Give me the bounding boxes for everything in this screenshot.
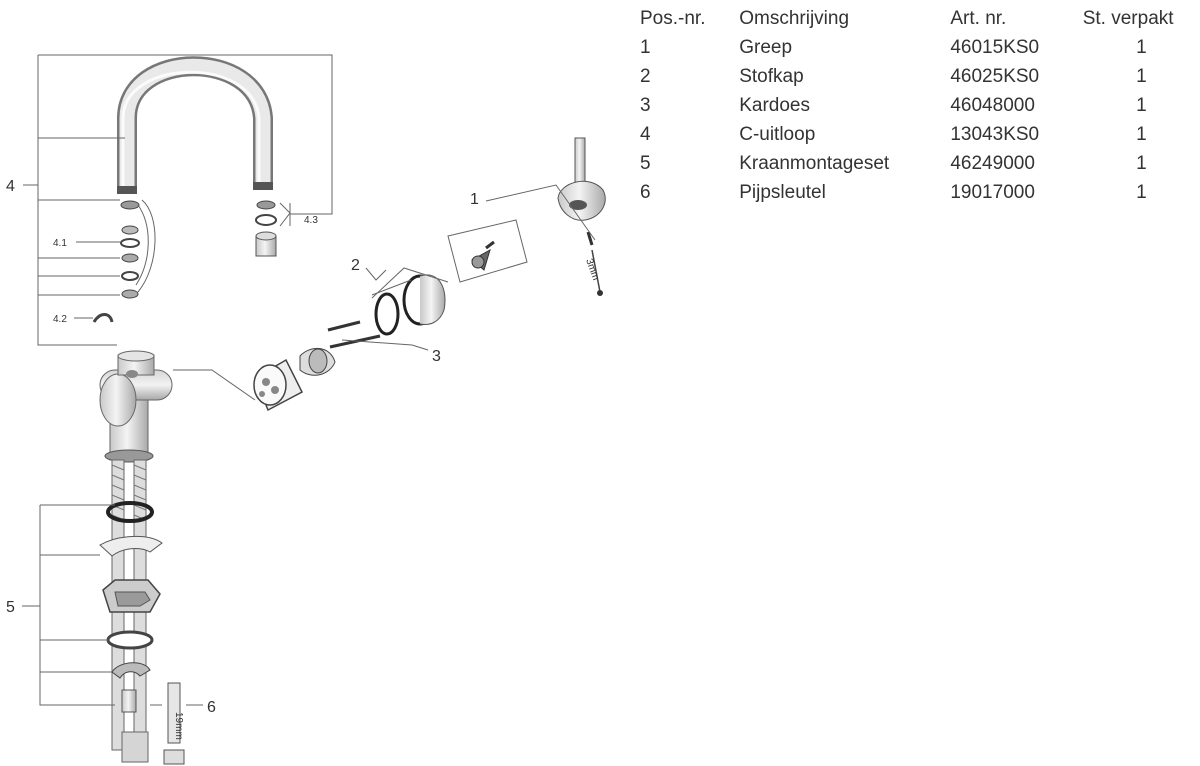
table-row: 3 Kardoes 46048000 1 (640, 91, 1200, 120)
cell-description: Kraanmontageset (739, 153, 890, 174)
callout-3: 3 (432, 348, 441, 365)
callout-4-1: 4.1 (53, 238, 67, 249)
cell-description: Kardoes (739, 95, 810, 116)
cell-pos: 3 (640, 95, 651, 116)
cell-article-number: 19017000 (950, 182, 1035, 203)
callout-5: 5 (6, 599, 15, 616)
cell-description: Stofkap (739, 66, 804, 87)
mounting-set-parts (99, 535, 163, 763)
cell-pos: 4 (640, 124, 651, 145)
cell-article-number: 46048000 (950, 95, 1035, 116)
cell-article-number: 46249000 (950, 153, 1035, 174)
aerator-parts (255, 200, 277, 257)
cover (374, 274, 446, 336)
callout-4: 4 (6, 178, 15, 195)
callout-4-3: 4.3 (304, 215, 318, 226)
cell-article-number: 46025KS0 (950, 66, 1040, 87)
callout-labels: 1 2 3 4 4.1 4.2 4.3 5 6 (6, 178, 479, 716)
cell-quantity: 1 (1136, 153, 1147, 174)
table-row: 6 Pijpsleutel 19017000 1 (640, 178, 1200, 207)
table-row: 5 Kraanmontageset 46249000 1 (640, 149, 1200, 178)
faucet-body (99, 350, 173, 463)
parts-table-header: Pos.-nr. Omschrijving Art. nr. St. verpa… (640, 4, 1200, 33)
callout-lines (22, 54, 596, 706)
table-row: 2 Stofkap 46025KS0 1 (640, 62, 1200, 91)
cell-description: Greep (739, 37, 793, 58)
cell-description: Pijpsleutel (739, 182, 826, 203)
cell-pos: 1 (640, 37, 651, 58)
cell-quantity: 1 (1136, 95, 1147, 116)
header-pos: Pos.-nr. (640, 8, 706, 29)
callout-4-2: 4.2 (53, 314, 67, 325)
cell-pos: 6 (640, 182, 651, 203)
header-description: Omschrijving (739, 8, 850, 29)
spout-internal-parts (92, 199, 156, 323)
callout-6: 6 (207, 699, 216, 716)
table-row: 4 C-uitloop 13043KS0 1 (640, 120, 1200, 149)
cell-description: C-uitloop (739, 124, 816, 145)
cell-article-number: 46015KS0 (950, 37, 1040, 58)
wrench-size-mark: 19mm (173, 712, 184, 740)
cartridge (253, 320, 381, 412)
cell-quantity: 1 (1136, 182, 1147, 203)
parts-table: Pos.-nr. Omschrijving Art. nr. St. verpa… (640, 4, 1200, 207)
table-row: 1 Greep 46015KS0 1 (640, 33, 1200, 62)
cell-quantity: 1 (1136, 124, 1147, 145)
cell-article-number: 13043KS0 (950, 124, 1040, 145)
cell-quantity: 1 (1136, 37, 1147, 58)
header-article-number: Art. nr. (950, 8, 1007, 29)
callout-1: 1 (470, 191, 479, 208)
header-quantity: St. verpakt (1082, 8, 1174, 29)
cell-pos: 5 (640, 153, 651, 174)
exploded-view-diagram: 19mm 3mm (6, 54, 606, 765)
cell-pos: 2 (640, 66, 651, 87)
cell-quantity: 1 (1136, 66, 1147, 87)
hex-key-size-mark: 3mm (583, 257, 601, 282)
c-spout (117, 56, 273, 194)
callout-2: 2 (351, 257, 360, 274)
pipe-wrench: 19mm (163, 682, 185, 765)
